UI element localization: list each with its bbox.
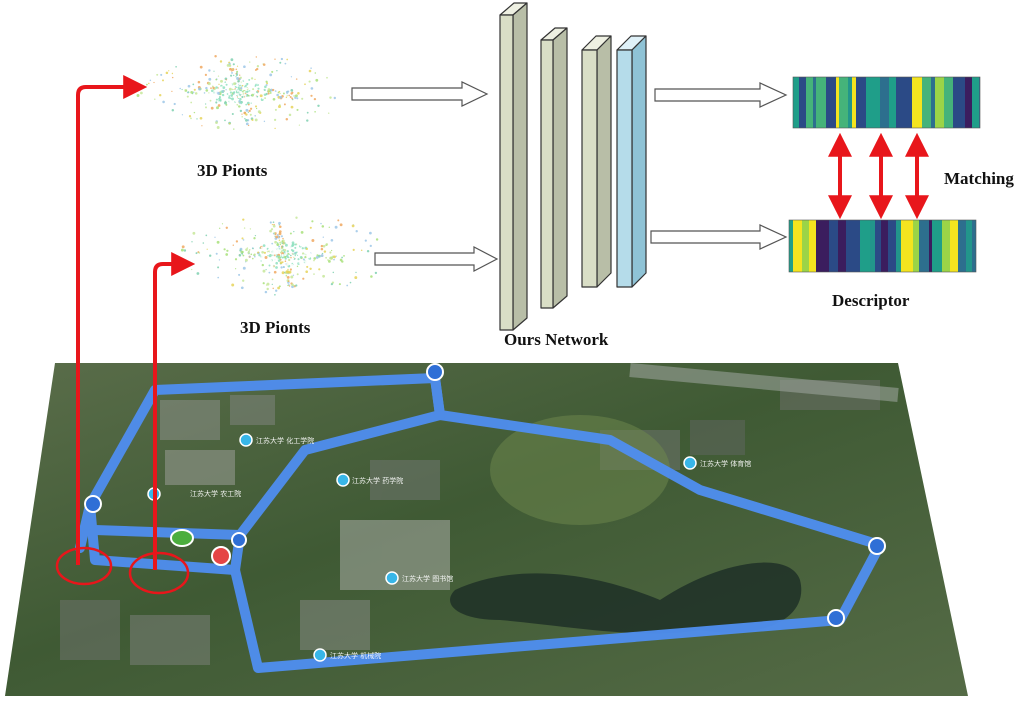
location-circle-1 (55, 546, 113, 586)
point-cloud-top (136, 54, 336, 130)
points-label-top: 3D Pionts (197, 161, 268, 180)
end-marker-icon (211, 546, 231, 566)
matching-label: Matching (944, 169, 1014, 188)
network-layer-4 (616, 35, 647, 288)
map-label-3: 江苏大学 农工院 (190, 489, 241, 498)
network-layer-3 (581, 35, 612, 288)
output-arrow-top (654, 82, 788, 108)
output-arrow-bottom (650, 224, 788, 250)
connector-top (76, 75, 148, 565)
campus-map: 江苏大学 化工学院 江苏大学 药学院 江苏大学 农工院 江苏大学 体育馆 江苏大… (5, 363, 968, 696)
descriptor-bottom (788, 219, 977, 273)
map-label-1: 江苏大学 化工学院 (256, 436, 314, 445)
network-layers (499, 2, 647, 331)
map-label-6: 江苏大学 机械院 (330, 651, 381, 660)
matching-arrows (828, 132, 929, 220)
points-label-bottom: 3D Pionts (240, 318, 311, 337)
point-cloud-bottom (177, 216, 385, 296)
input-arrow-bottom (374, 246, 499, 272)
start-marker-icon (170, 529, 194, 547)
network-layer-1 (499, 2, 528, 331)
input-arrow-top (351, 81, 489, 107)
descriptor-top (792, 76, 981, 129)
map-label-2: 江苏大学 药学院 (352, 476, 403, 485)
location-pin-icon (84, 363, 886, 662)
network-label: Ours Network (504, 330, 609, 349)
connector-bottom (153, 252, 196, 570)
map-label-4: 江苏大学 体育馆 (700, 459, 751, 468)
network-layer-2 (540, 27, 568, 309)
descriptor-label: Descriptor (832, 291, 910, 310)
map-label-5: 江苏大学 图书馆 (402, 574, 453, 583)
location-circle-2 (128, 551, 190, 595)
